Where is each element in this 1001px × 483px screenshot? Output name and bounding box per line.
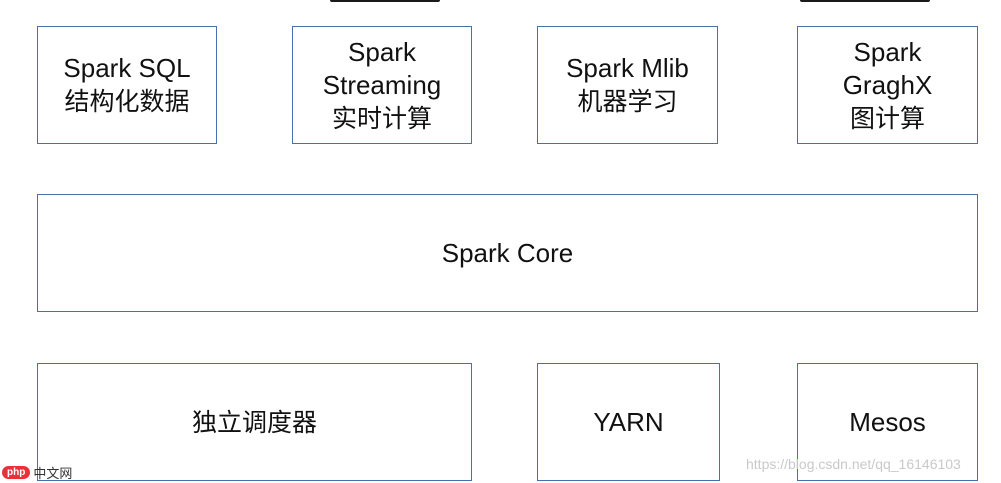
standalone-scheduler-label: 独立调度器 xyxy=(191,407,317,437)
spark-core-label: Spark Core xyxy=(441,237,574,268)
spark-sql-title: Spark SQL xyxy=(63,53,191,83)
spark-mlib-box: Spark Mlib 机器学习 xyxy=(537,26,718,144)
spark-mlib-subtitle: 机器学习 xyxy=(577,87,678,116)
cropped-top-text xyxy=(0,0,1001,2)
spark-graphx-title-line2: GraghX xyxy=(842,69,933,100)
csdn-watermark: https://blog.csdn.net/qq_16146103 xyxy=(746,456,961,472)
spark-streaming-box: Spark Streaming 实时计算 xyxy=(292,26,472,144)
spark-graphx-title-line1: Spark xyxy=(853,36,922,67)
spark-graphx-subtitle: 图计算 xyxy=(849,103,925,133)
yarn-box: YARN xyxy=(537,363,720,481)
spark-streaming-subtitle: 实时计算 xyxy=(331,103,432,133)
php-cn-logo: php 中文网 xyxy=(2,462,72,482)
logo-text: 中文网 xyxy=(33,466,73,482)
standalone-scheduler-box: 独立调度器 xyxy=(37,363,472,481)
spark-graphx-box: Spark GraghX 图计算 xyxy=(797,26,978,144)
spark-core-box: Spark Core xyxy=(37,194,978,312)
logo-badge: php xyxy=(2,465,31,479)
yarn-label: YARN xyxy=(593,406,664,437)
spark-mlib-title: Spark Mlib xyxy=(566,53,689,83)
spark-sql-subtitle: 结构化数据 xyxy=(64,87,190,116)
spark-sql-box: Spark SQL 结构化数据 xyxy=(37,26,217,144)
mesos-label: Mesos xyxy=(849,406,926,437)
spark-streaming-title-line2: Streaming xyxy=(322,69,442,100)
mesos-box: Mesos xyxy=(797,363,978,481)
spark-streaming-title-line1: Spark xyxy=(348,36,416,67)
